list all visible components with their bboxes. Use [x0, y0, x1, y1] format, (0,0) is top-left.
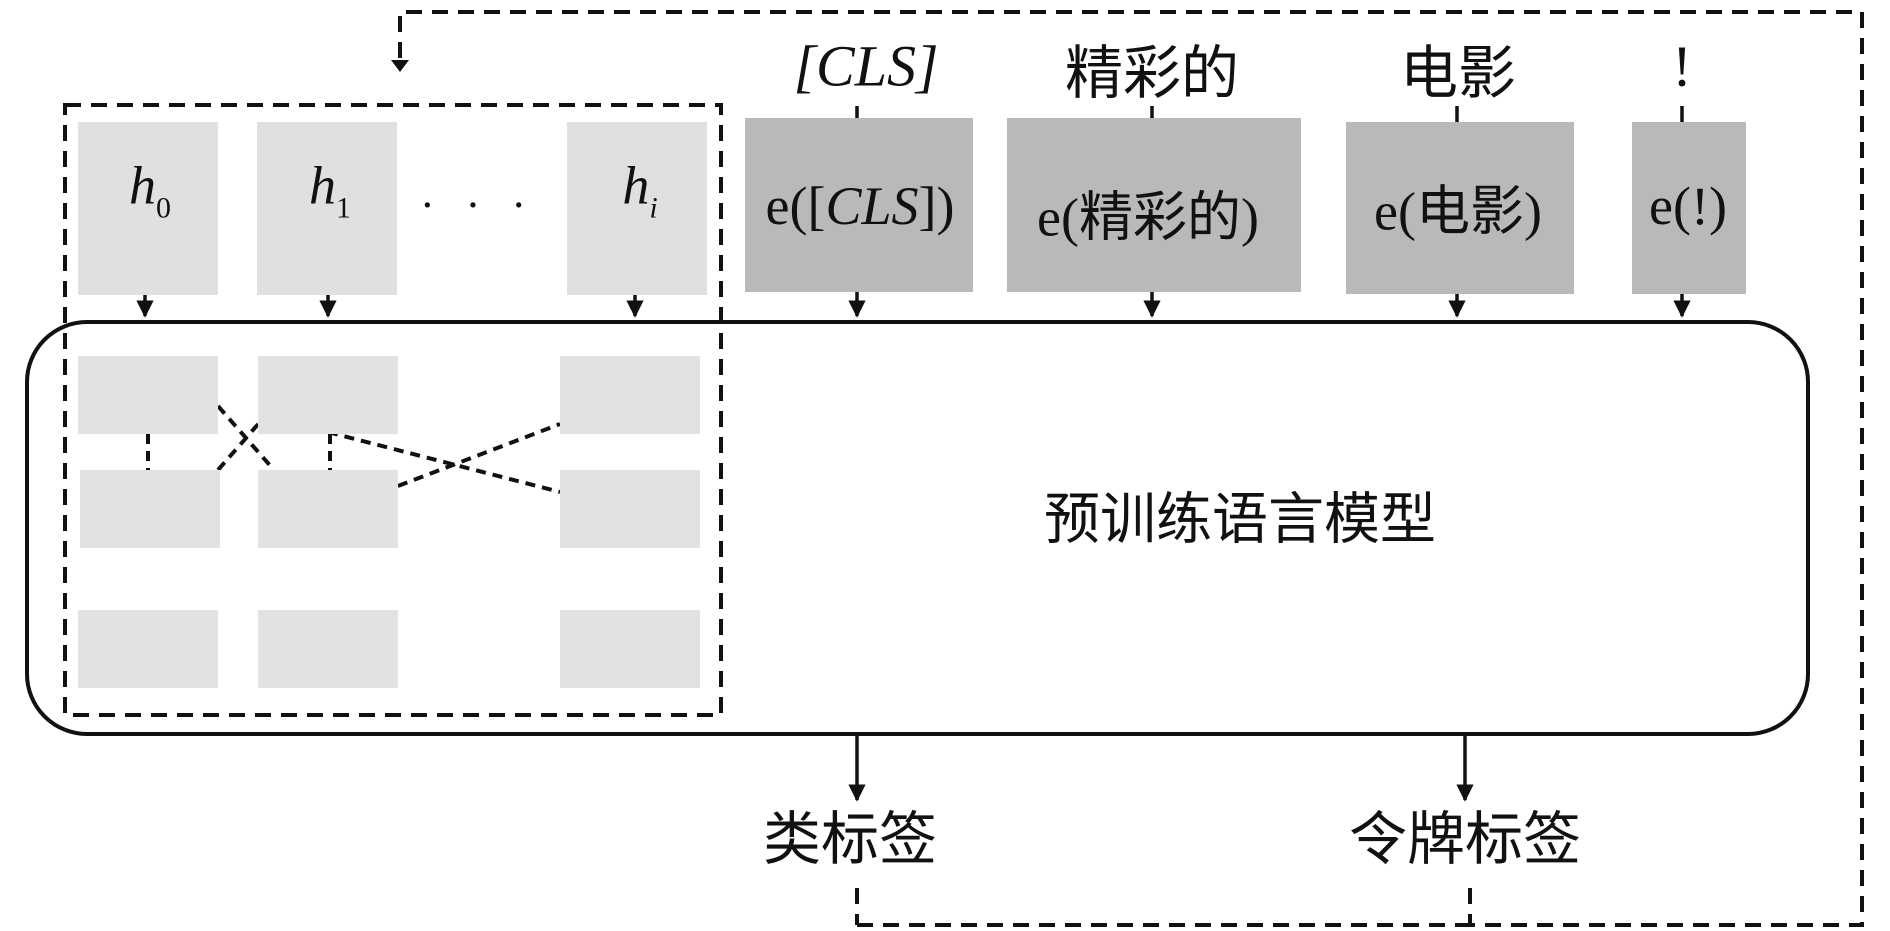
layer-link-e [327, 430, 561, 494]
class-label: 类标签 [762, 807, 938, 872]
emb-cls-open: e([ [765, 176, 826, 236]
embedding-label-cls: e([CLS]) [766, 175, 955, 237]
h1-base: h [309, 155, 336, 216]
input-token-dianying: 电影 [1399, 41, 1517, 106]
hi-base: h [622, 155, 650, 216]
layer-block-r2c1 [80, 470, 220, 548]
layer-block-r2c2 [258, 470, 398, 548]
embedding-label-jingcaide: e(精彩的) [1037, 187, 1259, 248]
prompt-ellipsis: · · · [420, 180, 536, 230]
hi-subscript: i [649, 191, 658, 225]
prompt-state-hi [567, 122, 707, 295]
prompt-region-dashed [63, 103, 723, 717]
h1-label: h1 [309, 155, 351, 226]
h1-subscript: 1 [336, 191, 351, 225]
model-label: 预训练语言模型 [1044, 489, 1436, 552]
h0-subscript: 0 [156, 191, 171, 225]
prompt-state-h1 [257, 122, 397, 295]
token-label: 令牌标签 [1348, 807, 1582, 872]
embedding-box-excl [1632, 122, 1746, 294]
layer-block-r1c1 [78, 356, 218, 434]
embedding-label-excl: e(!) [1649, 176, 1727, 236]
hi-label: hi [622, 155, 657, 226]
embedding-box-cls [745, 118, 973, 292]
emb-cls-mid: CLS [825, 176, 919, 236]
layer-block-r2c3 [560, 470, 700, 548]
h0-base: h [129, 155, 156, 216]
embedding-label-dianying: e(电影) [1374, 181, 1542, 242]
layer-block-r3c2 [258, 610, 398, 688]
input-token-cls: [CLS] [793, 33, 939, 99]
layer-block-r3c1 [78, 610, 218, 688]
layer-link-f [397, 422, 561, 488]
layer-block-r1c3 [560, 356, 700, 434]
h0-label: h0 [129, 155, 171, 226]
layer-block-r1c2 [258, 356, 398, 434]
input-token-jingcaide: 精彩的 [1064, 41, 1240, 106]
layer-block-r3c3 [560, 610, 700, 688]
prompt-state-h0 [78, 122, 218, 295]
feedback-loop-dashed [398, 10, 1864, 927]
embedding-box-jingcaide [1007, 118, 1301, 292]
input-token-excl: ! [1672, 33, 1692, 99]
emb-cls-close: ]) [918, 176, 955, 236]
embedding-box-dianying [1346, 122, 1574, 294]
feedback-arrowhead [391, 60, 409, 72]
model-box [25, 320, 1810, 736]
